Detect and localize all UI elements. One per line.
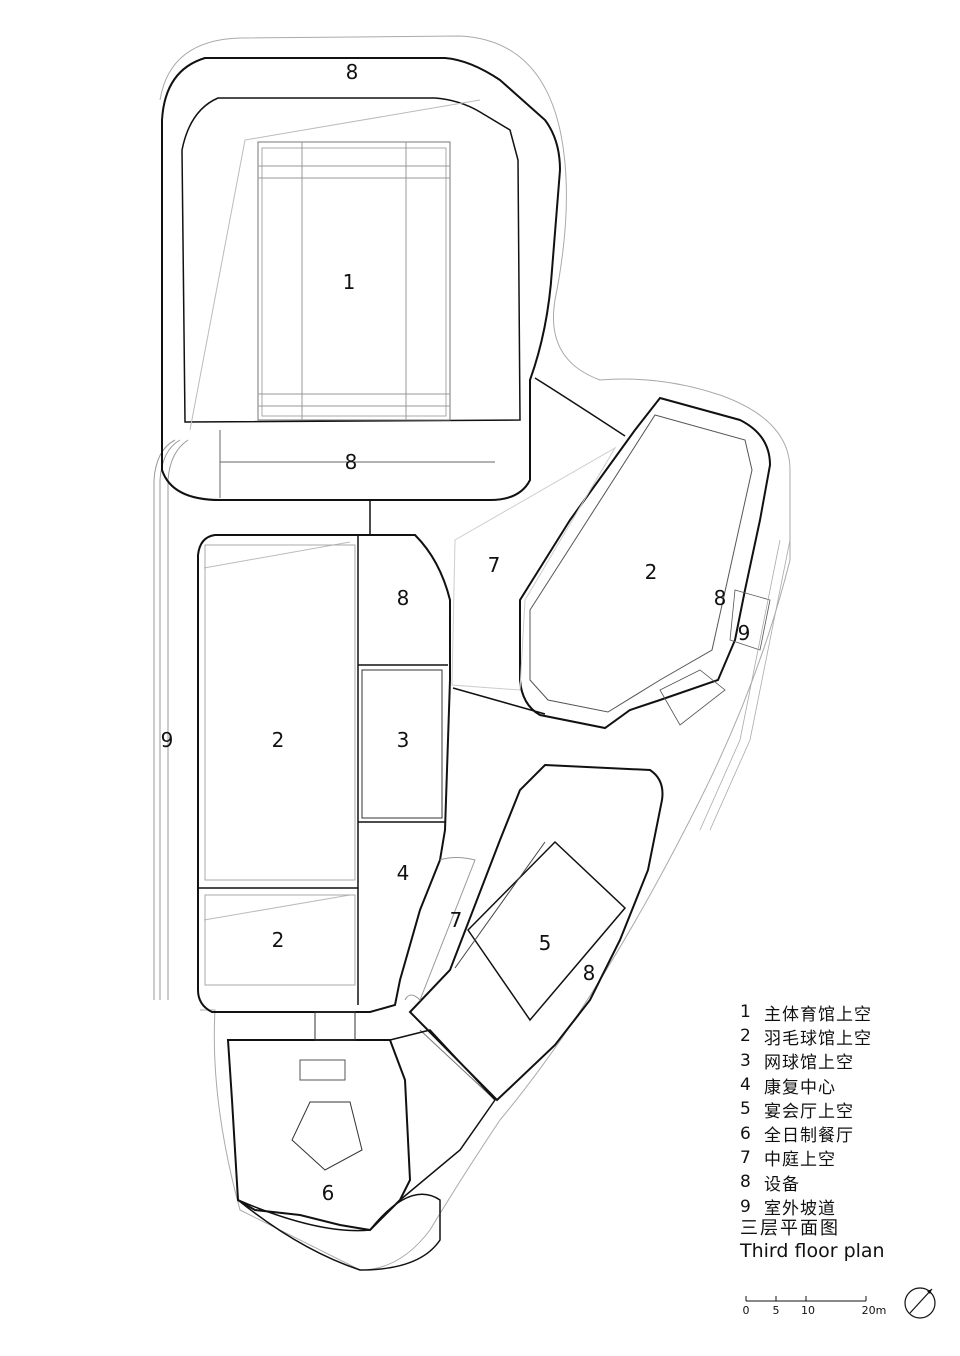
- plan-title-cn: 三层平面图: [740, 1218, 840, 1239]
- zone-label: 8: [396, 586, 410, 610]
- scale-label: 10: [801, 1304, 815, 1317]
- main-hall-building: [161, 57, 562, 501]
- scale-label: 0: [742, 1304, 750, 1317]
- zone-label: 9: [737, 621, 751, 645]
- zone-label: 8: [582, 961, 596, 985]
- zone-label: 2: [271, 728, 285, 752]
- scale-label: 5: [772, 1304, 780, 1317]
- zone-label: 8: [344, 450, 358, 474]
- right-ramp: [659, 539, 791, 831]
- left-block: [197, 534, 451, 1013]
- banquet-building: [404, 763, 664, 1102]
- zone-label: 7: [487, 553, 501, 577]
- zone-label: 1: [342, 270, 356, 294]
- zone-label: 5: [538, 931, 552, 955]
- atrium-upper: [451, 446, 617, 691]
- site-boundary: [159, 35, 791, 1271]
- connector-bridge: [314, 1011, 356, 1041]
- right-hall-building: [452, 377, 772, 730]
- zone-label: 9: [160, 728, 174, 752]
- dining-building: [226, 1029, 496, 1271]
- scale-bar: 0 5 10 20m: [740, 1290, 900, 1330]
- zone-label: 4: [396, 861, 410, 885]
- scale-label: 20m: [861, 1304, 887, 1317]
- scale-bar-line: [745, 1296, 867, 1302]
- zone-label: 8: [345, 60, 359, 84]
- zone-label: 2: [271, 928, 285, 952]
- north-arrow-icon: [904, 1287, 936, 1319]
- zone-label: 6: [321, 1181, 335, 1205]
- plan-title-en: Third floor plan: [740, 1240, 885, 1262]
- zone-label: 3: [396, 728, 410, 752]
- zone-label: 7: [449, 908, 463, 932]
- zone-label: 2: [644, 560, 658, 584]
- left-ramp: [153, 439, 189, 1000]
- zone-label: 8: [713, 586, 727, 610]
